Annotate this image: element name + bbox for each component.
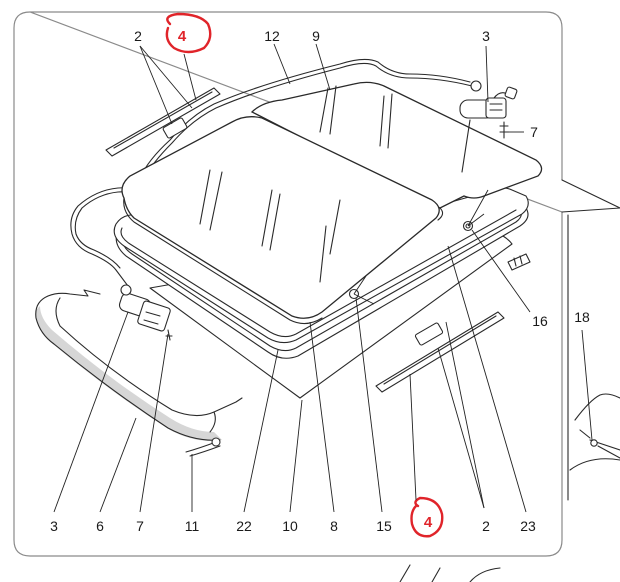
callout-23: 23 <box>520 518 536 534</box>
callout-6: 6 <box>96 518 104 534</box>
callout-4-top: 4 <box>178 28 187 45</box>
wind-deflector <box>35 289 243 441</box>
callout-18: 18 <box>574 309 590 325</box>
motor-left <box>118 284 173 341</box>
callout-4-bottom: 4 <box>424 514 433 531</box>
callout-9: 9 <box>312 28 320 44</box>
callout-15: 15 <box>376 518 392 534</box>
front-glass-panel <box>121 116 440 325</box>
inset-view-edge <box>561 179 620 501</box>
rear-glass-panel <box>250 81 543 221</box>
callout-12: 12 <box>264 28 280 44</box>
callout-16: 16 <box>532 313 548 329</box>
leader-lines <box>53 43 593 513</box>
callout-7-top: 7 <box>530 124 538 140</box>
callout-7-bottom: 7 <box>136 518 144 534</box>
callout-8: 8 <box>330 518 338 534</box>
red-annotation-circle-top <box>165 12 212 54</box>
callout-3-top: 3 <box>482 28 490 44</box>
bottom-overflow-lines <box>399 564 501 582</box>
guide-rail-bottom <box>375 311 505 393</box>
guide-rail-top-left <box>105 87 221 157</box>
callout-22: 22 <box>236 518 252 534</box>
callout-3-bottom: 3 <box>50 518 58 534</box>
right-bracket <box>507 253 531 271</box>
callout-2-bottom: 2 <box>482 518 490 534</box>
callout-2-top: 2 <box>134 28 142 44</box>
spring-clip <box>185 437 221 457</box>
callout-11: 11 <box>185 518 200 534</box>
callout-10: 10 <box>282 518 298 534</box>
diagram-frame <box>13 11 563 557</box>
motor-right <box>459 86 518 139</box>
red-annotation-circle-bottom <box>410 496 444 538</box>
